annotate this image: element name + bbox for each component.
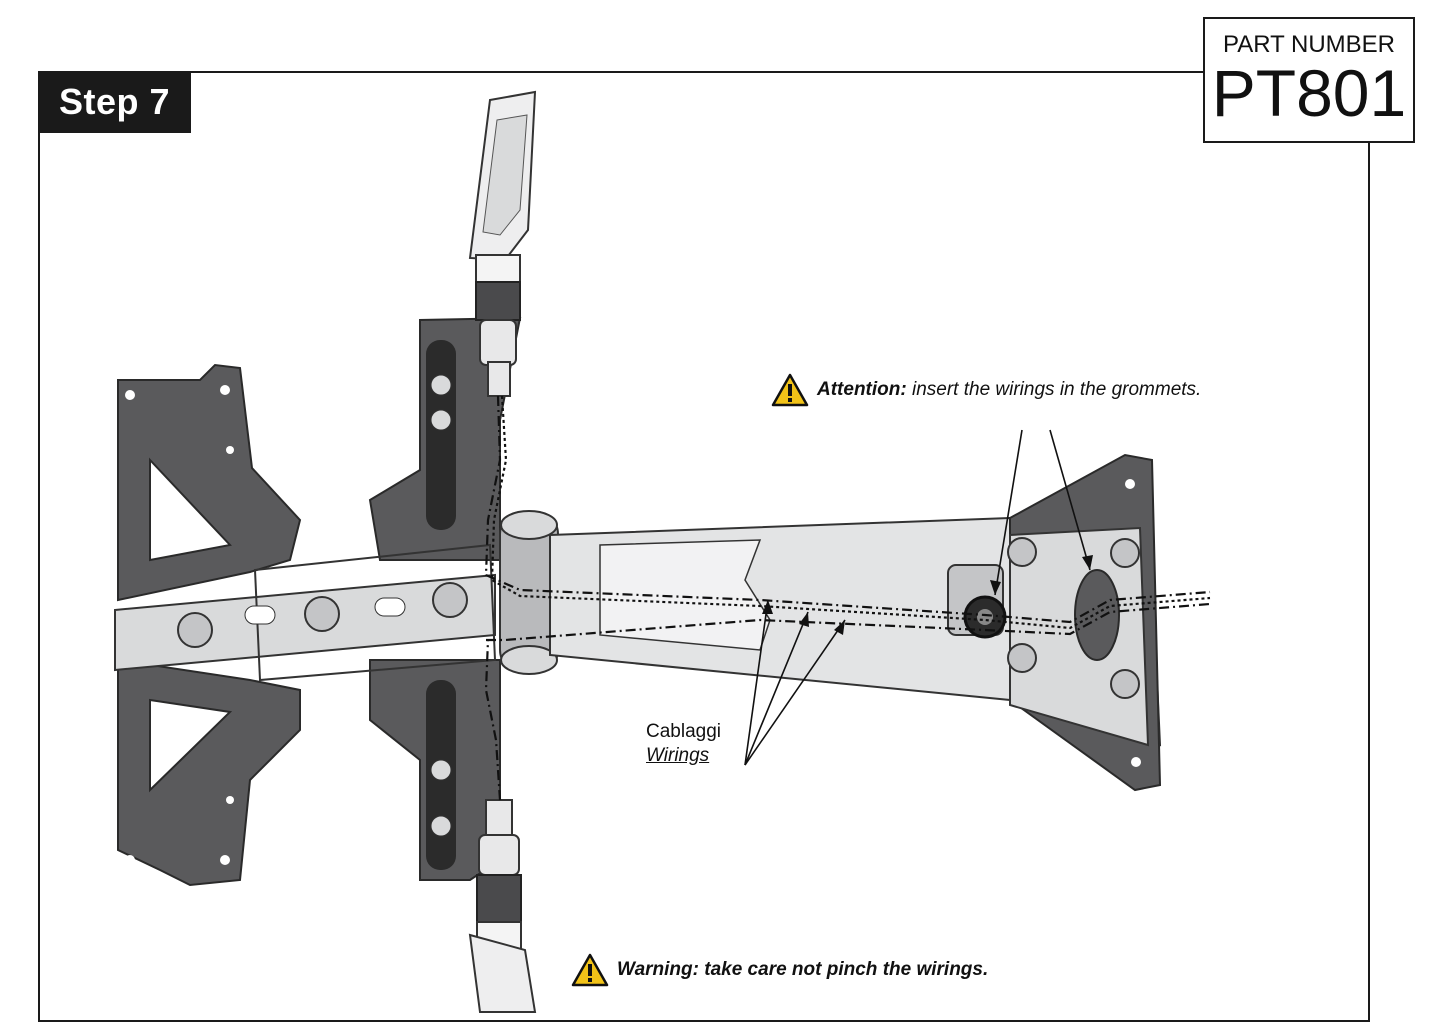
plate-holder-cutout bbox=[149, 457, 233, 793]
wiring-paths bbox=[484, 395, 1211, 801]
part-number-value: PT801 bbox=[1211, 56, 1407, 130]
step-label: Step 7 bbox=[38, 71, 191, 133]
indicator-top bbox=[468, 90, 537, 397]
indicator-bottom bbox=[468, 799, 537, 1013]
wirings-label: Cablaggi Wirings bbox=[646, 720, 721, 768]
warning-callout: Warning: take care not pinch the wirings… bbox=[571, 953, 988, 987]
attention-text: insert the wirings in the grommets. bbox=[906, 379, 1202, 400]
attention-callout: Attention: insert the wirings in the gro… bbox=[771, 373, 1201, 407]
wirings-label-en: Wirings bbox=[646, 745, 710, 766]
step-frame bbox=[38, 71, 1370, 1022]
attention-title: Attention: bbox=[817, 379, 907, 400]
pointer-arrows bbox=[744, 429, 1091, 766]
warning-triangle-icon bbox=[571, 953, 609, 987]
part-number-label: PART NUMBER bbox=[1222, 31, 1396, 58]
part-number-box: PART NUMBER PT801 bbox=[1203, 17, 1415, 143]
warning-triangle-icon bbox=[771, 373, 809, 407]
grommet-oval bbox=[1074, 569, 1120, 661]
wirings-label-it: Cablaggi bbox=[646, 721, 721, 742]
warning-text: Warning: take care not pinch the wirings… bbox=[617, 959, 989, 980]
